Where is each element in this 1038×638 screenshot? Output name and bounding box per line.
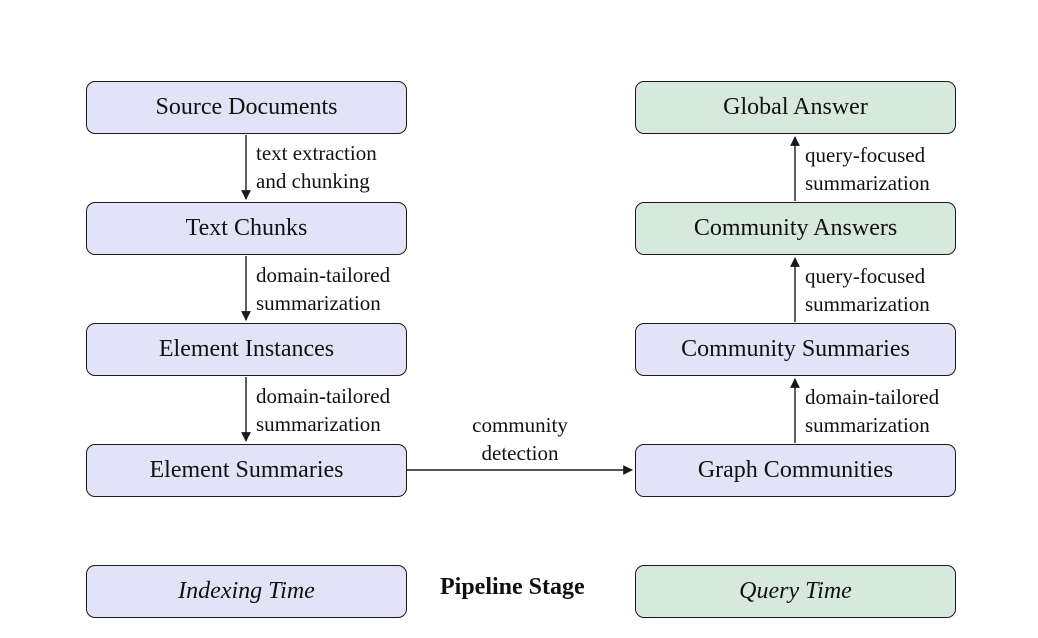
edge-label-line: summarization <box>256 412 381 436</box>
edge-label-line: query-focused <box>805 264 926 288</box>
node-element-instances: Element Instances <box>86 323 407 376</box>
edge-label-domain-tailored-1: domain-tailored summarization <box>256 261 390 317</box>
edge-label-text-extraction: text extraction and chunking <box>256 139 377 195</box>
legend-label: Query Time <box>739 578 852 604</box>
node-community-summaries: Community Summaries <box>635 323 956 376</box>
edge-label-line: and chunking <box>256 169 370 193</box>
edge-label-line: community <box>472 413 568 437</box>
legend-query-time: Query Time <box>635 565 956 618</box>
legend-pipeline-stage: Pipeline Stage <box>440 574 585 600</box>
edge-label-line: query-focused <box>805 143 926 167</box>
edge-label-line: detection <box>481 441 559 465</box>
edge-label-line: summarization <box>805 171 930 195</box>
node-source-documents: Source Documents <box>86 81 407 134</box>
node-label: Community Summaries <box>681 336 910 362</box>
node-text-chunks: Text Chunks <box>86 202 407 255</box>
node-label: Text Chunks <box>185 215 308 241</box>
edge-label-line: domain-tailored <box>256 263 391 287</box>
node-element-summaries: Element Summaries <box>86 444 407 497</box>
node-label: Graph Communities <box>697 457 894 483</box>
legend-label: Indexing Time <box>178 578 315 604</box>
node-label: Community Answers <box>693 215 898 241</box>
edge-label-query-focused-1: query-focused summarization <box>805 141 930 197</box>
node-label: Source Documents <box>155 94 338 120</box>
edge-label-line: summarization <box>805 292 930 316</box>
legend-indexing-time: Indexing Time <box>86 565 407 618</box>
node-graph-communities: Graph Communities <box>635 444 956 497</box>
edge-label-domain-tailored-3: domain-tailored summarization <box>805 383 939 439</box>
edge-label-line: domain-tailored <box>805 385 940 409</box>
edge-label-community-detection: community detection <box>440 411 600 467</box>
edge-label-line: text extraction <box>256 141 377 165</box>
node-label: Element Instances <box>158 336 335 362</box>
node-community-answers: Community Answers <box>635 202 956 255</box>
edge-label-domain-tailored-2: domain-tailored summarization <box>256 382 390 438</box>
node-global-answer: Global Answer <box>635 81 956 134</box>
node-label: Global Answer <box>723 94 868 120</box>
edge-label-line: summarization <box>805 413 930 437</box>
edge-label-line: summarization <box>256 291 381 315</box>
node-label: Element Summaries <box>149 457 344 483</box>
edge-label-line: domain-tailored <box>256 384 391 408</box>
edge-label-query-focused-2: query-focused summarization <box>805 262 930 318</box>
